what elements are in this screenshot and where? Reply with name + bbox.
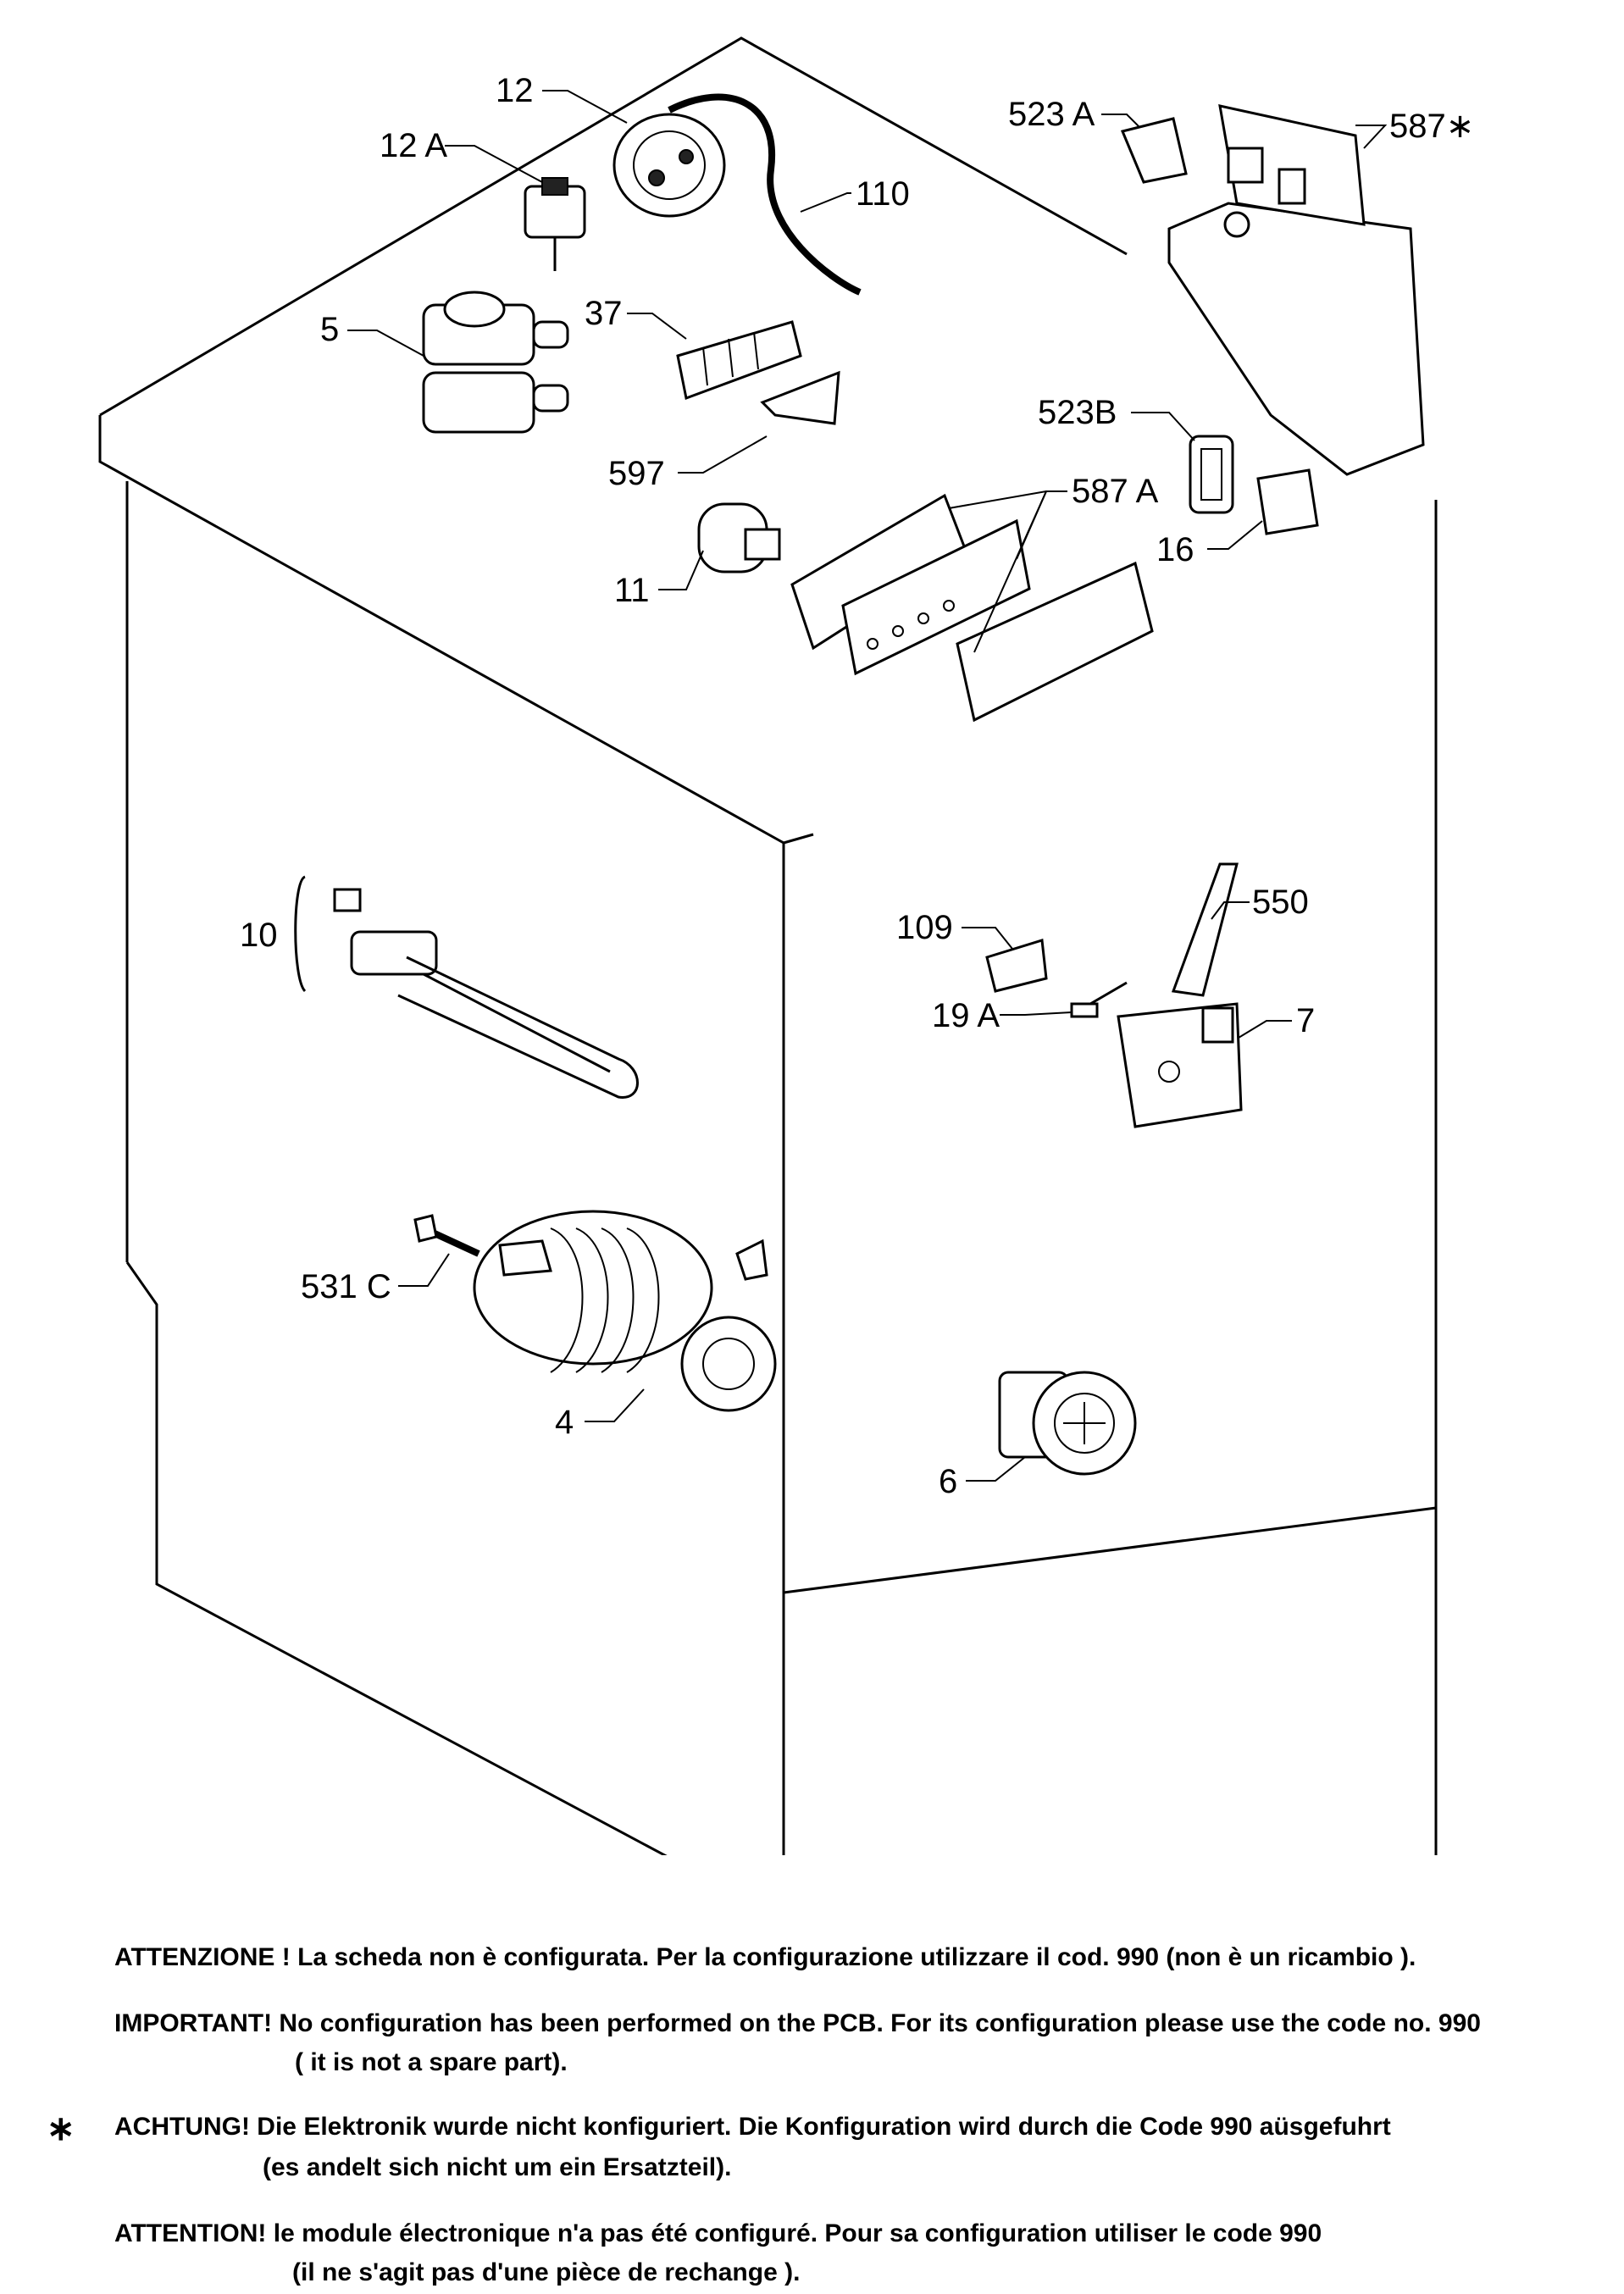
label-6: 6	[939, 1463, 957, 1500]
label-597: 597	[608, 455, 665, 492]
label-110: 110	[856, 175, 910, 213]
note-french-line2: (il ne s'agit pas d'une pièce de rechang…	[292, 2258, 801, 2286]
label-523b: 523B	[1038, 394, 1117, 431]
pressure-switch-a-part	[524, 177, 586, 271]
note-english-line1: IMPORTANT! No configuration has been per…	[114, 2009, 1481, 2037]
label-550: 550	[1252, 884, 1309, 921]
note-german-line1: ACHTUNG! Die Elektronik wurde nicht konf…	[114, 2113, 1391, 2141]
heating-element-part	[294, 875, 639, 1099]
note-french-line1: ATTENTION! le module électronique n'a pa…	[114, 2219, 1322, 2247]
label-531c: 531 C	[301, 1268, 391, 1305]
filter-part	[1256, 468, 1319, 535]
label-10: 10	[240, 917, 278, 954]
exploded-parts-diagram: 12 12 A 110 5 37 597 11 523 A 587∗ 523B …	[98, 36, 1474, 1855]
clip-part	[760, 370, 840, 425]
label-587a: 587 A	[1072, 473, 1159, 510]
label-523a: 523 A	[1008, 96, 1095, 133]
asterisk-marker: ∗	[47, 2110, 75, 2147]
note-italian: ATTENZIONE ! La scheda non è configurata…	[114, 1943, 1416, 1971]
cabinet-outline	[98, 36, 1438, 1855]
note-english-line2: ( it is not a spare part).	[295, 2048, 568, 2076]
label-5: 5	[320, 311, 339, 348]
connector-block-part	[676, 320, 802, 401]
door-lock-part	[1117, 862, 1243, 1128]
label-19a: 19 A	[932, 997, 1000, 1034]
water-valve-part	[422, 291, 569, 434]
label-7: 7	[1296, 1002, 1315, 1039]
capacitor-part	[697, 502, 781, 574]
label-11: 11	[614, 572, 650, 609]
display-boards-part	[790, 493, 1154, 723]
label-587-star: 587∗	[1389, 108, 1474, 145]
sensor-part	[1070, 981, 1128, 1018]
label-37: 37	[585, 295, 623, 332]
cover-part	[985, 939, 1048, 993]
label-16: 16	[1156, 531, 1194, 568]
label-12a: 12 A	[380, 127, 447, 164]
part-labels: 12 12 A 110 5 37 597 11 523 A 587∗ 523B …	[240, 72, 1474, 1500]
motor-part	[473, 1210, 777, 1412]
drain-pump-part	[998, 1371, 1137, 1476]
note-german-line2: (es andelt sich nicht um ein Ersatzteil)…	[263, 2153, 732, 2181]
leader-lines	[347, 90, 1388, 1482]
gasket-part	[1189, 435, 1234, 514]
pressure-switch-part	[612, 93, 862, 296]
label-4: 4	[555, 1404, 574, 1441]
label-109: 109	[896, 909, 953, 946]
main-control-board-part	[1120, 104, 1425, 476]
label-12: 12	[496, 72, 534, 109]
motor-screw-part	[413, 1214, 480, 1257]
